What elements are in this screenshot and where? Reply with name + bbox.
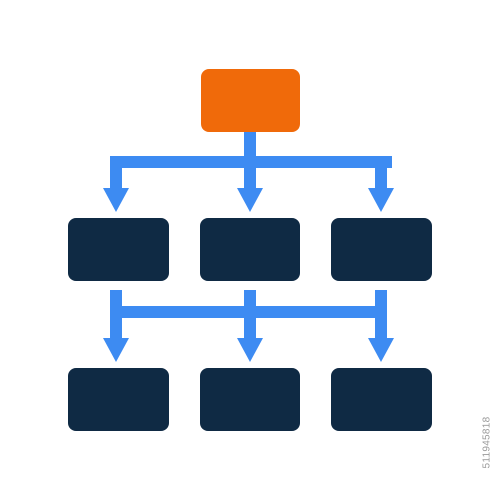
connector-root-to-level1 [103,132,394,212]
level1-box-right [331,218,432,281]
level1-box-center [200,218,300,281]
root-box [201,69,300,132]
connector-level1-to-level2 [103,290,394,362]
image-id-watermark: 511945818 [480,392,494,492]
image-id-text: 511945818 [481,415,493,469]
level2-box-right [331,368,432,431]
level2-box-center [200,368,300,431]
level2-box-left [68,368,169,431]
level1-box-left [68,218,169,281]
